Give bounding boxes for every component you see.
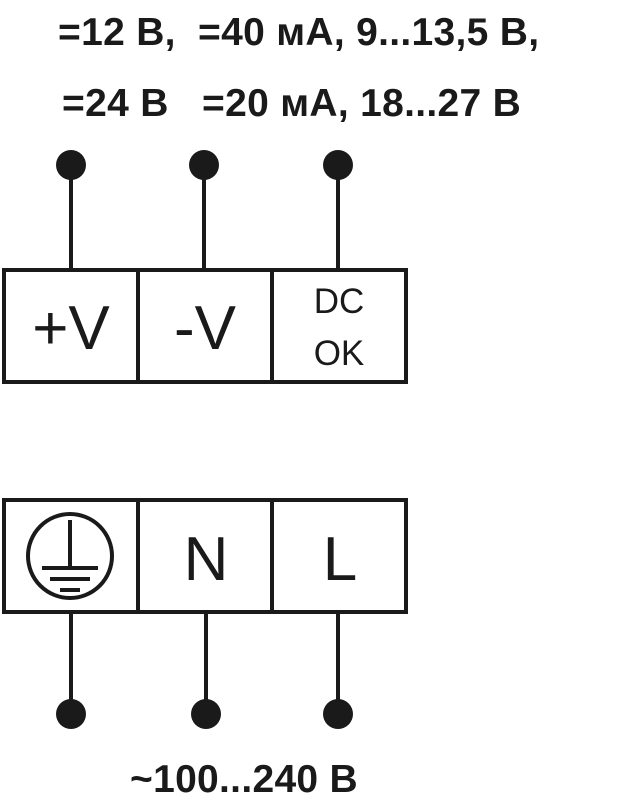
terminal-dot-minus-v [189, 150, 219, 180]
output-wires [56, 150, 353, 270]
output-spec-line2: =24 В =20 мА, 18...27 В [62, 82, 521, 125]
input-terminal-block: N L [2, 498, 408, 614]
terminal-plus-v-label: +V [32, 294, 110, 363]
terminal-dc-label: DC [314, 282, 365, 321]
terminal-n-label: N [184, 525, 229, 594]
terminal-dc-ok-box [270, 268, 408, 384]
terminal-dot-plus-v [56, 150, 86, 180]
input-spec: ~100...240 В [130, 758, 358, 800]
terminal-dot-earth [56, 699, 86, 729]
input-wires [56, 612, 353, 729]
terminal-dot-l [323, 699, 353, 729]
output-terminal-block: +V -V DC OK [2, 268, 408, 384]
terminal-ok-label: OK [314, 334, 365, 373]
output-spec-line1: =12 В, =40 мА, 9...13,5 В, [58, 11, 539, 54]
terminal-minus-v-label: -V [174, 294, 237, 363]
protective-earth-icon [26, 512, 114, 600]
terminal-plus-v-box [2, 268, 140, 384]
terminal-minus-v-box [136, 268, 274, 384]
terminal-l-label: L [323, 525, 357, 594]
terminal-dot-n [191, 699, 221, 729]
terminal-dot-dc-ok [323, 150, 353, 180]
